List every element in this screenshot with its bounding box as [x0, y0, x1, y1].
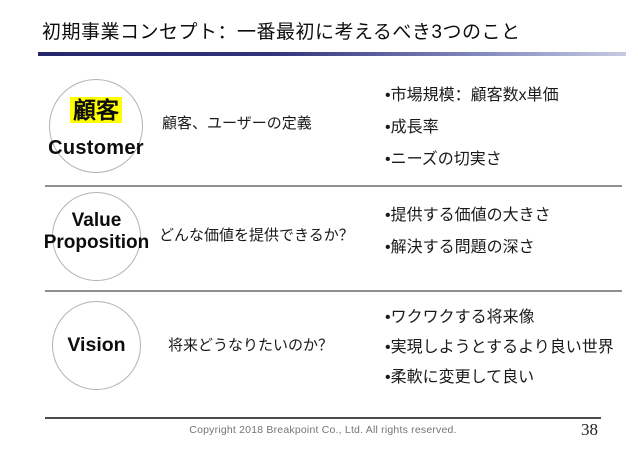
vision-circle: Vision	[52, 301, 141, 390]
customer-label-jp-highlighted: 顧客	[70, 97, 122, 123]
value-proposition-circle: Value Proposition	[44, 192, 149, 281]
copyright-text: Copyright 2018 Breakpoint Co., Ltd. All …	[189, 424, 457, 436]
row-separator	[45, 185, 622, 187]
value-proposition-description: どんな価値を提供できるか？	[159, 227, 354, 244]
bullet-item: •柔軟に変更して良い	[385, 369, 535, 386]
bullet-item: •ニーズの切実さ	[385, 151, 502, 168]
row-separator	[45, 290, 622, 292]
bullet-item: •提供する価値の大きさ	[385, 207, 551, 224]
customer-label-en: Customer	[48, 137, 144, 159]
customer-circle: 顧客 Customer	[48, 79, 144, 173]
bullet-item: •成長率	[385, 119, 439, 136]
slide-title: 初期事業コンセプト：一番最初に考えるべき3つのこと	[42, 22, 521, 43]
bullet-item: •実現しようとするより良い世界	[385, 339, 614, 356]
vision-bullet-list: •ワクワクする将来像 •実現しようとするより良い世界 •柔軟に変更して良い	[385, 308, 614, 398]
vision-description: 将来どうなりたいのか？	[168, 337, 334, 354]
value-proposition-label-line1: Value	[71, 210, 122, 231]
page-number: 38	[581, 420, 598, 439]
bullet-item: •解決する問題の深さ	[385, 239, 535, 256]
vision-label: Vision	[67, 334, 126, 356]
bullet-item: •ワクワクする将来像	[385, 309, 535, 326]
value-proposition-label: Value Proposition	[44, 210, 150, 254]
value-proposition-label-line2: Proposition	[43, 232, 150, 253]
title-underline-rule	[38, 52, 626, 56]
bullet-item: •市場規模：顧客数x単価	[385, 87, 559, 104]
value-proposition-bullet-list: •提供する価値の大きさ •解決する問題の深さ	[385, 206, 551, 270]
footer-rule	[45, 417, 601, 419]
customer-bullet-list: •市場規模：顧客数x単価 •成長率 •ニーズの切実さ	[385, 86, 559, 182]
customer-description: 顧客、ユーザーの定義	[162, 115, 312, 132]
